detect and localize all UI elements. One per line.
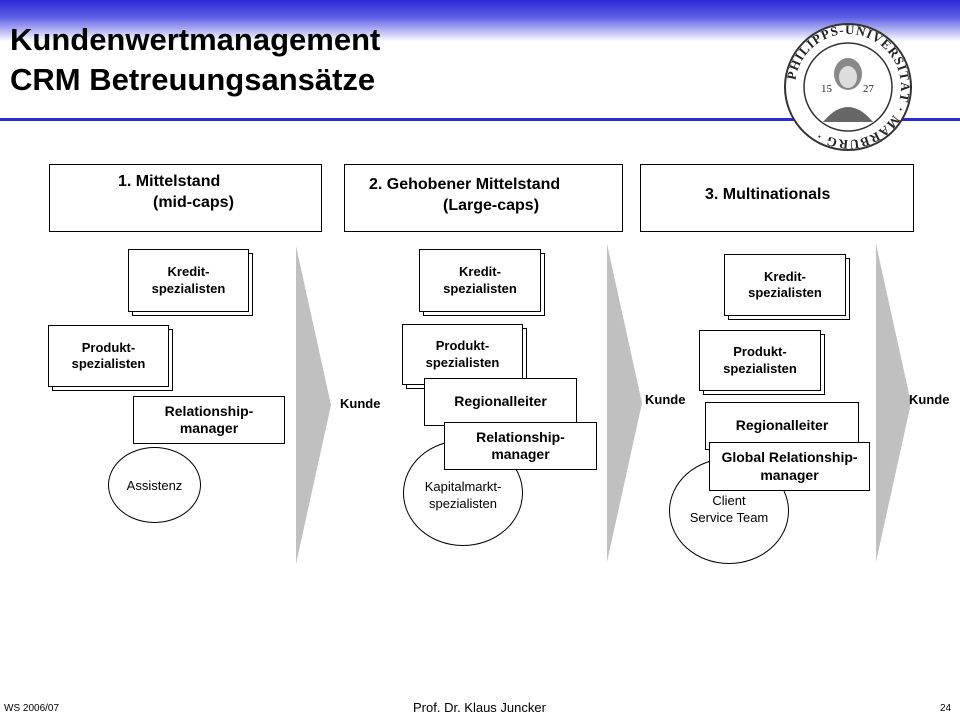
- role-kreditspezialisten: Kredit- spezialisten: [419, 249, 544, 315]
- footer-page-number: 24: [940, 703, 952, 714]
- role-kreditspezialisten: Kredit- spezialisten: [128, 249, 252, 315]
- university-seal-logo: PHILIPPS-UNIVERSITÄT · MARBURG · 15 27: [783, 22, 912, 152]
- role-produktspezialisten: Produkt- spezialisten: [48, 325, 172, 390]
- title-line1: Kundenwertmanagement: [10, 22, 381, 57]
- phase-title: 1. Mittelstand: [118, 173, 221, 190]
- role-relationship-manager: Relationship- manager: [444, 422, 597, 470]
- footer-semester: WS 2006/07: [4, 703, 60, 714]
- svg-text:15: 15: [821, 83, 833, 95]
- kunde-label-1: Kunde: [340, 396, 381, 411]
- header-divider: [0, 118, 960, 121]
- phase-title: 3. Multinationals: [705, 186, 831, 203]
- kunde-label-2: Kunde: [645, 392, 686, 407]
- arrow-to-kunde-2: [607, 244, 642, 562]
- role-produktspezialisten: Produkt- spezialisten: [402, 324, 526, 388]
- arrow-to-kunde-1: [296, 246, 331, 564]
- role-relationship-manager: Relationship- manager: [133, 396, 285, 444]
- phase-box-mittelstand: 1. Mittelstand (mid-caps): [49, 164, 322, 232]
- role-regionalleiter: Regionalleiter: [424, 378, 577, 426]
- arrow-to-kunde-3: [876, 244, 911, 562]
- kunde-label-3: Kunde: [909, 392, 950, 407]
- role-kreditspezialisten: Kredit- spezialisten: [724, 254, 849, 319]
- role-produktspezialisten: Produkt- spezialisten: [699, 330, 824, 394]
- role-global-relationship-manager: Global Relationship- manager: [709, 442, 870, 491]
- phase-box-multinationals: 3. Multinationals: [640, 164, 914, 232]
- phase-title: 2. Gehobener Mittelstand: [369, 176, 561, 193]
- svg-text:27: 27: [863, 83, 875, 95]
- footer-author: Prof. Dr. Klaus Juncker: [413, 700, 546, 715]
- phase-box-gehobener-mittelstand: 2. Gehobener Mittelstand (Large-caps): [344, 164, 623, 232]
- support-assistenz: Assistenz: [108, 447, 201, 523]
- phase-subtitle: (mid-caps): [153, 194, 234, 211]
- phase-subtitle: (Large-caps): [443, 197, 540, 214]
- title-line2: CRM Betreuungsansätze: [10, 62, 376, 97]
